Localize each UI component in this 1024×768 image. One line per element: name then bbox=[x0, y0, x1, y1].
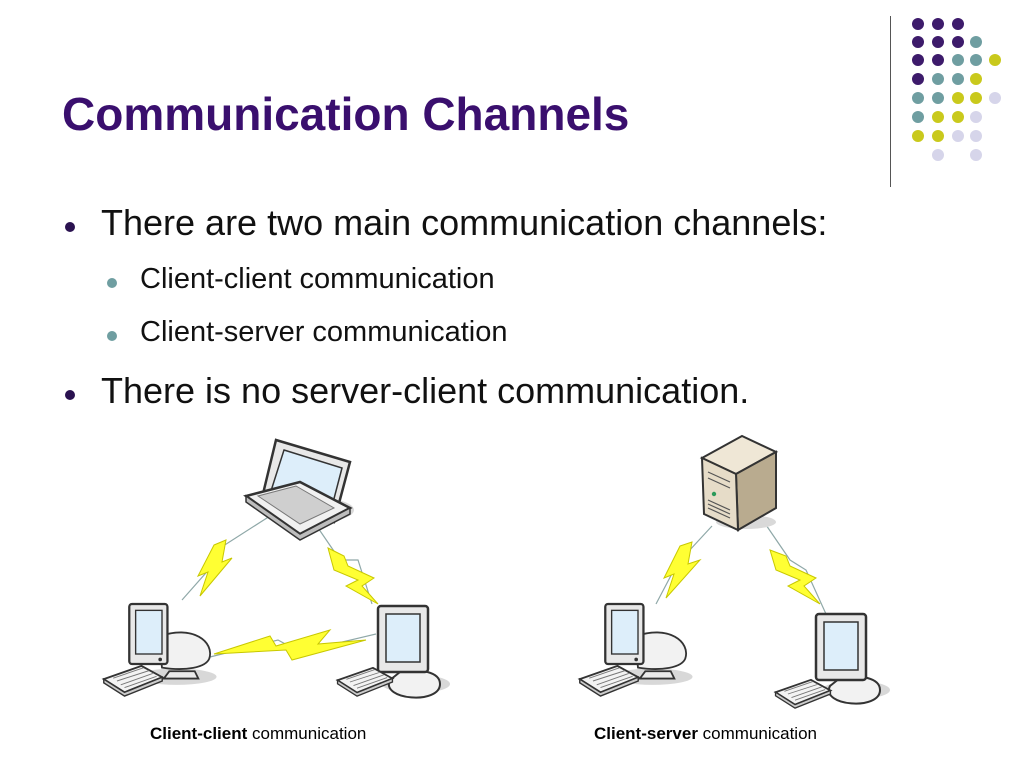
caption-text: communication bbox=[697, 724, 817, 743]
server-icon bbox=[699, 434, 779, 532]
lightning-bolt-icon bbox=[213, 629, 367, 661]
slide-title: Communication Channels bbox=[62, 88, 630, 140]
bullet-dot bbox=[65, 222, 75, 232]
lightning-bolt-icon bbox=[662, 541, 702, 599]
client-server-diagram bbox=[578, 434, 890, 710]
decorative-dot-grid bbox=[912, 18, 1001, 161]
caption-bold: Client-server bbox=[594, 724, 698, 743]
bullet-list: There are two main communication channel… bbox=[65, 202, 828, 411]
sub-bullet-dot bbox=[107, 331, 117, 341]
desktop-computer-icon bbox=[102, 602, 218, 698]
lightning-bolt-icon bbox=[327, 547, 379, 605]
desktop-computer-icon bbox=[336, 604, 450, 699]
lightning-bolt-icon bbox=[769, 549, 821, 605]
desktop-computer-icon bbox=[774, 612, 890, 710]
laptop-icon bbox=[243, 438, 354, 541]
sub-bullet-text: Client-client communication bbox=[140, 263, 495, 295]
bullet-dot bbox=[65, 390, 75, 400]
desktop-computer-icon bbox=[578, 602, 694, 698]
lightning-bolt-icon bbox=[196, 539, 233, 597]
sub-bullet-dot bbox=[107, 278, 117, 288]
bullet-text: There is no server-client communication. bbox=[101, 370, 750, 411]
caption-text: communication bbox=[247, 724, 367, 743]
client-client-caption: Client-client communication bbox=[150, 724, 366, 744]
client-server-caption: Client-server communication bbox=[594, 724, 817, 744]
bullet-text: There are two main communication channel… bbox=[101, 202, 828, 243]
caption-bold: Client-client bbox=[150, 724, 248, 743]
client-client-diagram bbox=[102, 438, 450, 699]
sub-bullet-text: Client-server communication bbox=[140, 316, 508, 348]
title-divider-line bbox=[890, 16, 891, 187]
